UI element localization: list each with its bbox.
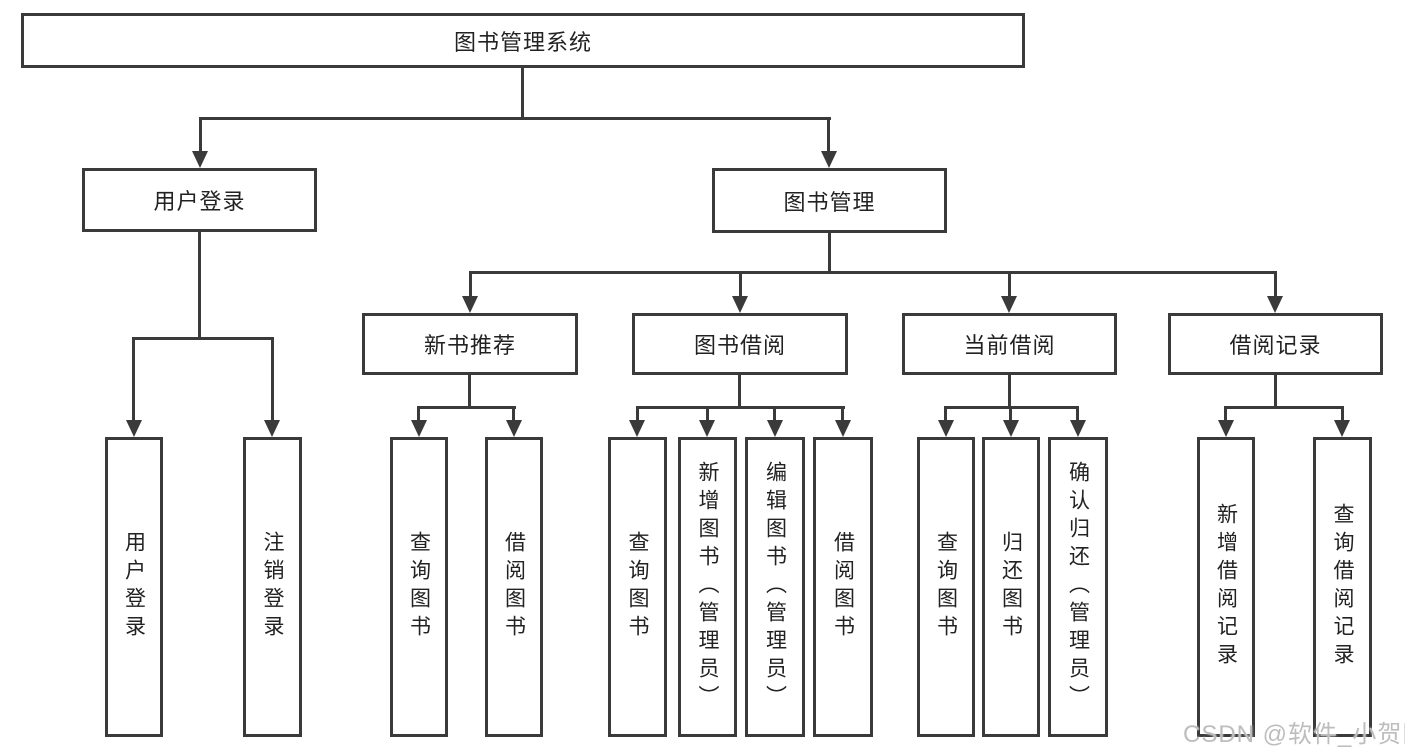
leaf-query-books-current: 查询图书 [917, 437, 975, 737]
arrow-down-icon [1267, 296, 1283, 313]
arrow-down-icon [1001, 296, 1017, 313]
connector-level3-rail [469, 271, 1277, 274]
leaf-query-books-recommend: 查询图书 [390, 437, 448, 737]
connector-drop [827, 117, 830, 153]
arrow-down-icon [264, 420, 280, 437]
connector-drop [944, 406, 947, 422]
connector-records-stem [1274, 375, 1277, 409]
leaf-borrow-books-recommend: 借阅图书 [485, 437, 543, 737]
connector-drop [1008, 271, 1011, 298]
arrow-down-icon [767, 420, 783, 437]
arrow-down-icon [835, 420, 851, 437]
connector-user-login-rail [133, 337, 274, 340]
connector-drop [1274, 271, 1277, 298]
arrow-down-icon [411, 420, 427, 437]
connector-root-stem [521, 68, 524, 120]
connector-drop [1224, 406, 1227, 422]
connector-drop [469, 271, 472, 298]
connector-drop [1076, 406, 1079, 422]
node-borrow-records: 借阅记录 [1168, 313, 1383, 375]
arrow-down-icon [938, 420, 954, 437]
arrow-down-icon [192, 151, 208, 168]
connector-new-book-rail [418, 406, 516, 409]
connector-drop [706, 406, 709, 422]
connector-drop [636, 406, 639, 422]
connector-book-borrow-stem [738, 375, 741, 409]
leaf-add-borrow-record: 新增借阅记录 [1197, 437, 1255, 737]
connector-drop [417, 406, 420, 422]
node-book-borrow: 图书借阅 [632, 313, 848, 375]
connector-new-book-stem [468, 375, 471, 409]
connector-drop [773, 406, 776, 422]
connector-book-mgmt-stem [828, 233, 831, 273]
connector-current-borrow-rail [945, 406, 1079, 409]
node-current-borrow: 当前借阅 [902, 313, 1117, 375]
connector-book-borrow-rail [636, 406, 845, 409]
leaf-query-borrow-record: 查询借阅记录 [1313, 437, 1372, 737]
leaf-query-books-borrow: 查询图书 [608, 437, 667, 737]
arrow-down-icon [1218, 420, 1234, 437]
arrow-down-icon [506, 420, 522, 437]
arrow-down-icon [1003, 420, 1019, 437]
node-root: 图书管理系统 [21, 13, 1025, 68]
arrow-down-icon [699, 420, 715, 437]
arrow-down-icon [1334, 420, 1350, 437]
leaf-confirm-return-admin: 确认归还（管理员） [1048, 437, 1108, 737]
arrow-down-icon [732, 296, 748, 313]
leaf-user-login: 用户登录 [105, 437, 163, 737]
node-book-management: 图书管理 [712, 168, 947, 233]
connector-drop [841, 406, 844, 422]
connector-drop [199, 117, 202, 153]
leaf-borrow-books: 借阅图书 [813, 437, 873, 737]
arrow-down-icon [126, 420, 142, 437]
leaf-logout: 注销登录 [243, 437, 302, 737]
connector-current-borrow-stem [1008, 375, 1011, 409]
node-new-book-recommend: 新书推荐 [362, 313, 578, 375]
arrow-down-icon [629, 420, 645, 437]
arrow-down-icon [821, 151, 837, 168]
connector-level2-rail [199, 117, 831, 120]
node-user-login: 用户登录 [82, 168, 317, 232]
connector-drop [739, 271, 742, 298]
connector-user-login-stem [198, 232, 201, 340]
csdn-watermark: CSDN @软件_小贺同学 [1183, 721, 1405, 747]
connector-drop [271, 337, 274, 422]
connector-drop [132, 337, 135, 422]
leaf-edit-books-admin: 编辑图书（管理员） [745, 437, 805, 737]
connector-drop [512, 406, 515, 422]
connector-drop [1341, 406, 1344, 422]
arrow-down-icon [462, 296, 478, 313]
arrow-down-icon [1070, 420, 1086, 437]
leaf-add-books-admin: 新增图书（管理员） [678, 437, 737, 737]
connector-records-rail [1225, 406, 1344, 409]
leaf-return-books: 归还图书 [982, 437, 1040, 737]
connector-drop [1009, 406, 1012, 422]
